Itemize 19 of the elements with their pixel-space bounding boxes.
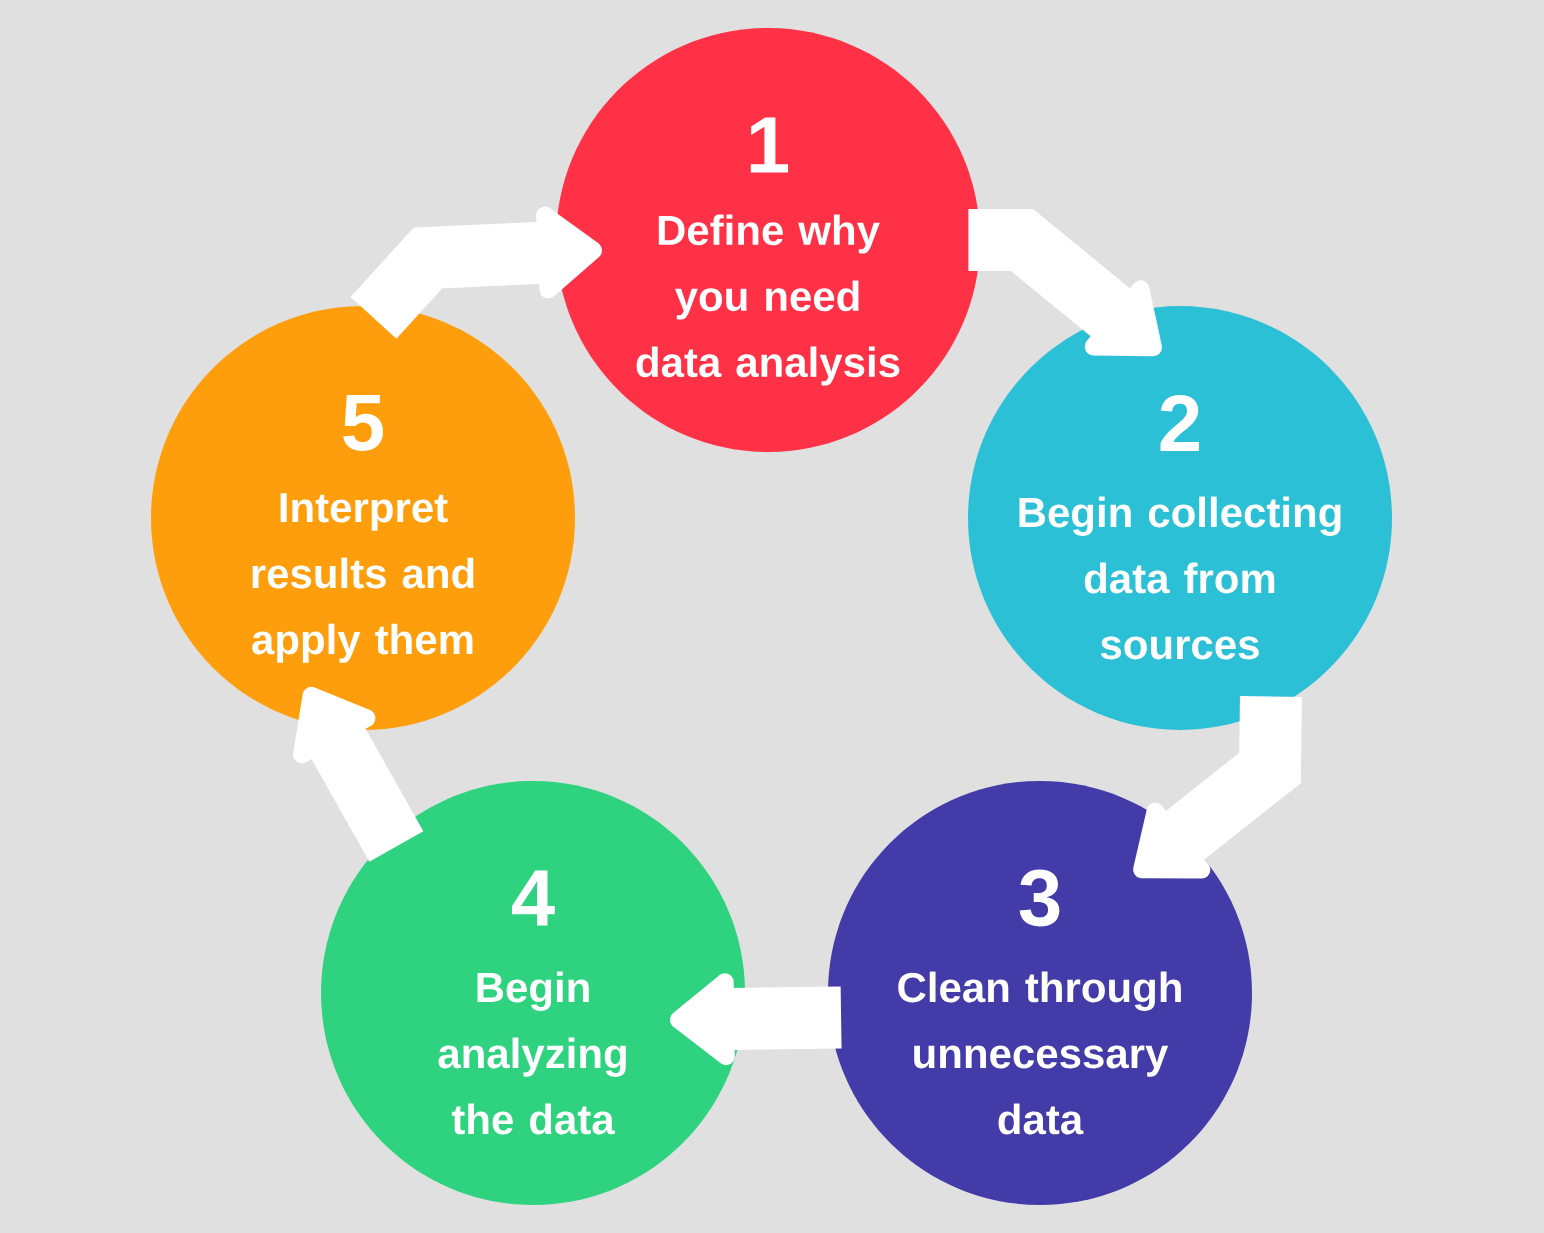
step-circle <box>828 781 1252 1205</box>
step-text: Interpret results and apply them <box>252 493 474 663</box>
step-number: 4 <box>512 870 555 926</box>
step-number: 3 <box>1019 869 1060 927</box>
arrow <box>1133 696 1302 879</box>
step-circle <box>151 306 575 730</box>
arrow <box>968 209 1162 357</box>
step-number: 5 <box>343 395 383 451</box>
step-circle <box>968 306 1392 730</box>
step-number: 2 <box>1160 395 1200 451</box>
arrow <box>350 206 602 339</box>
step-circle <box>556 28 980 452</box>
step-text: Clean through unnecessary data <box>898 971 1181 1135</box>
step-number: 1 <box>750 117 788 173</box>
step-text: Begin collecting data from sources <box>1019 496 1341 660</box>
step-text: Define why you need data analysis <box>636 214 900 386</box>
arrow <box>293 686 424 862</box>
step-text: Begin analyzing the data <box>438 971 626 1135</box>
step-circle <box>321 781 745 1205</box>
